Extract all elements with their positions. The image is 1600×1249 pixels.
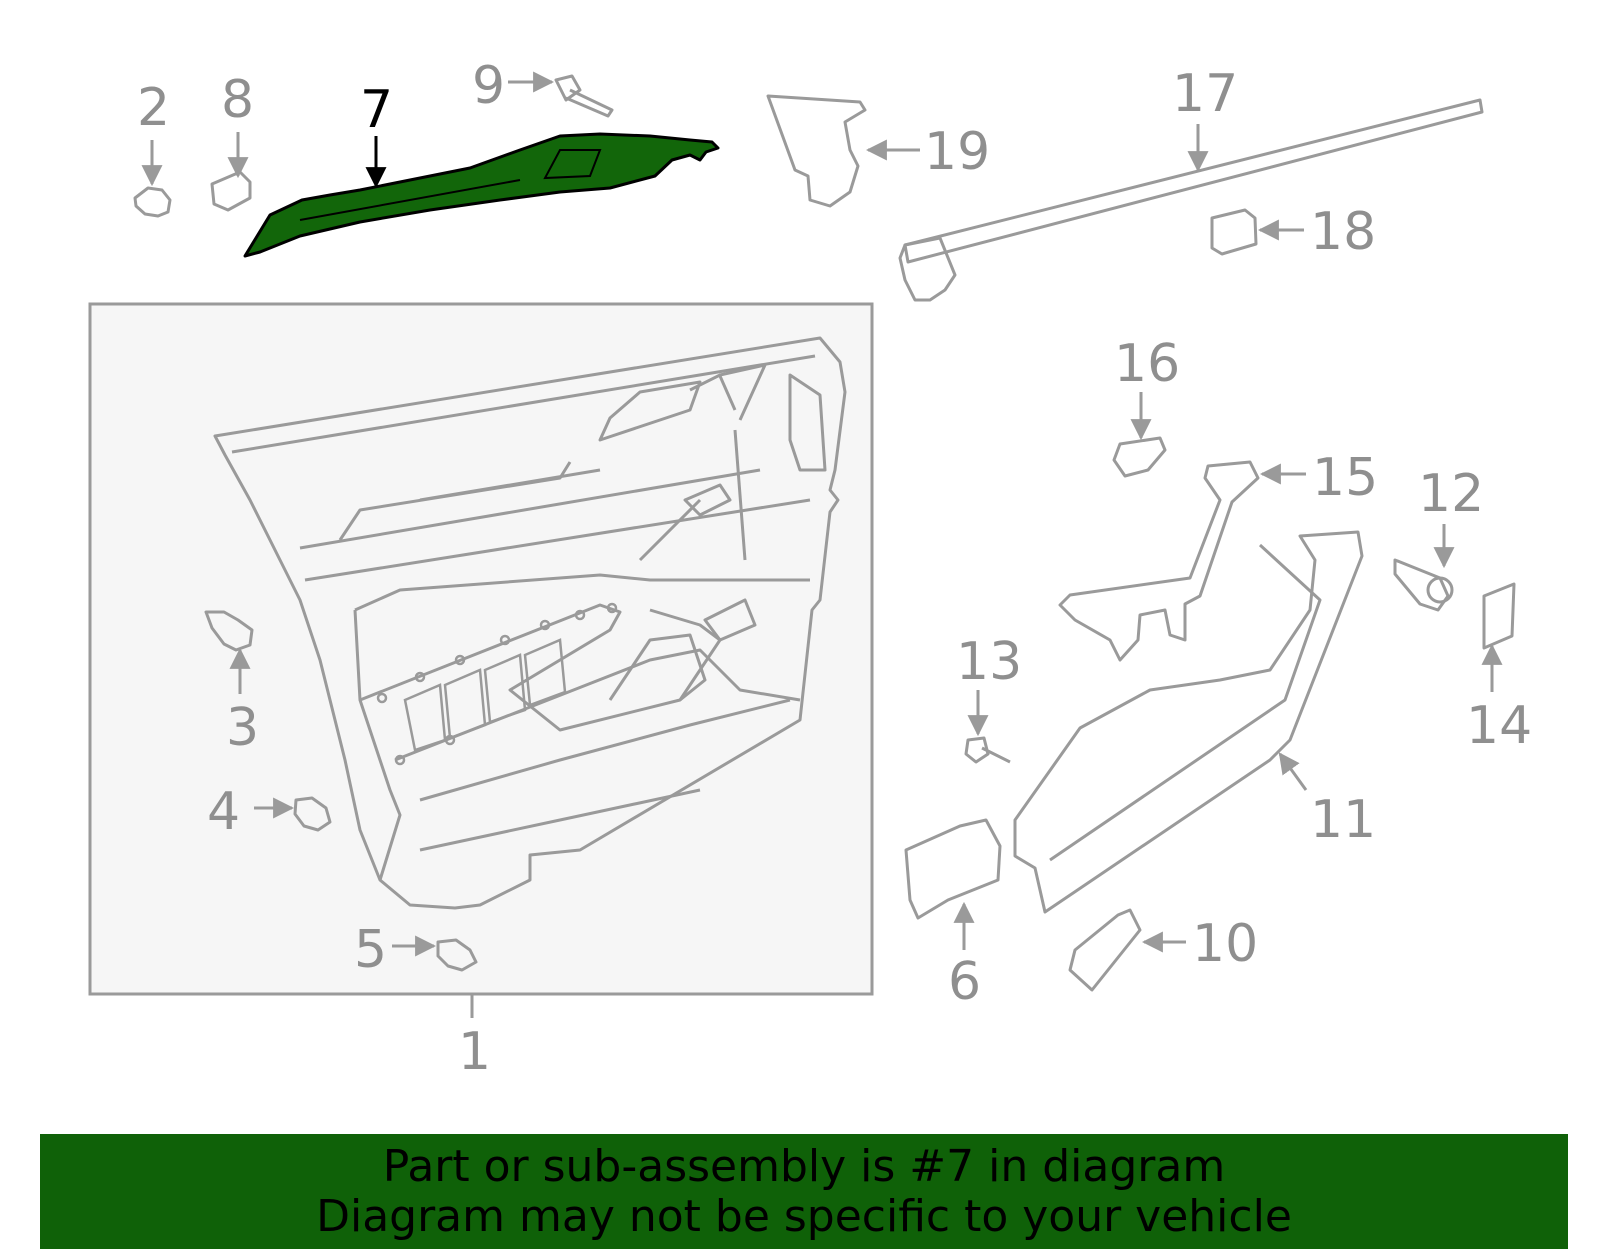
part-11-pull-cover — [1013, 530, 1364, 914]
part-4-clip — [293, 796, 332, 832]
callout-5: 5 — [354, 920, 388, 980]
callout-19: 19 — [924, 122, 991, 182]
callout-11: 11 — [1310, 790, 1377, 850]
part-15-bracket — [1058, 460, 1260, 662]
callout-14: 14 — [1466, 696, 1533, 756]
callout-12: 12 — [1418, 464, 1485, 524]
callout-17: 17 — [1172, 64, 1239, 124]
part-18-cap — [1210, 208, 1258, 256]
callout-15: 15 — [1312, 448, 1379, 508]
callout-13: 13 — [956, 632, 1023, 692]
info-banner: Part or sub-assembly is #7 in diagram Di… — [40, 1134, 1568, 1249]
part-10-plate — [1068, 908, 1142, 992]
part-16-ring — [1112, 436, 1167, 478]
callout-9: 9 — [472, 56, 506, 116]
callout-2: 2 — [137, 78, 171, 138]
part-19-bracket — [766, 94, 867, 208]
callout-3: 3 — [226, 698, 260, 758]
callout-1: 1 — [458, 1022, 492, 1082]
callout-10: 10 — [1192, 914, 1259, 974]
door-trim-panel-assembly — [88, 302, 874, 1018]
part-14-clip — [1482, 582, 1516, 650]
callout-7: 7 — [360, 80, 394, 140]
callout-6: 6 — [948, 952, 982, 1012]
part-6-bracket — [904, 818, 1002, 920]
part-3-clip — [204, 610, 254, 652]
callout-16: 16 — [1114, 334, 1181, 394]
banner-line-disclaimer: Diagram may not be specific to your vehi… — [316, 1190, 1292, 1242]
part-5-clip — [436, 938, 478, 972]
callout-8: 8 — [221, 70, 255, 130]
part-8-retainer — [210, 170, 252, 212]
part-2-clip — [133, 186, 172, 218]
banner-line-part: Part or sub-assembly is #7 in diagram — [382, 1140, 1226, 1192]
part-7-highlighted — [243, 132, 720, 258]
part-17-weatherstrip — [903, 98, 1484, 264]
callout-18: 18 — [1310, 202, 1377, 262]
callout-4: 4 — [207, 782, 241, 842]
part-13-screw — [964, 736, 1011, 764]
part-9-screw — [554, 74, 614, 118]
